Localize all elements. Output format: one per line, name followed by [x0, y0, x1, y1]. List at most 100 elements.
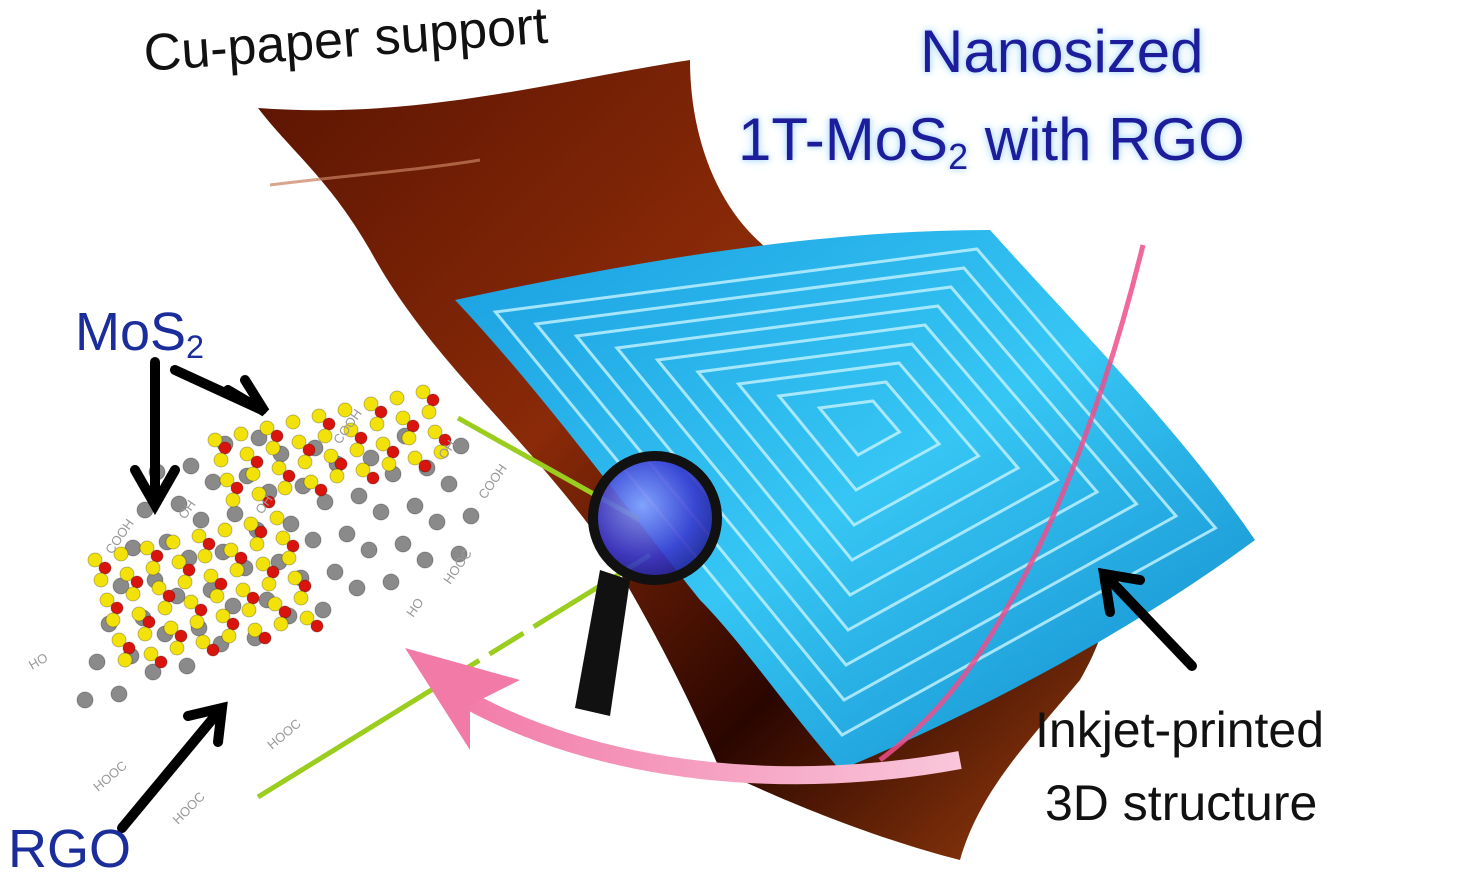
molybdenum-atom	[438, 433, 452, 447]
sulfur-atom	[389, 390, 405, 406]
sulfur-atom	[239, 446, 255, 462]
sulfur-atom	[151, 580, 167, 596]
mos2-subscript: 2	[186, 329, 205, 366]
printed-layer-outline	[492, 247, 1218, 737]
carbon-atom	[348, 579, 366, 597]
carbon-atom	[406, 497, 424, 515]
molybdenum-atom	[366, 471, 380, 485]
printed-layer-outline	[735, 361, 981, 527]
sulfur-atom	[269, 510, 285, 526]
molybdenum-atom	[202, 537, 216, 551]
pink-curved-arrow	[405, 648, 962, 785]
molybdenum-atom	[278, 605, 292, 619]
molybdenum-atom	[314, 483, 328, 497]
sulfur-atom	[275, 530, 291, 546]
arrow-mos2-down	[130, 357, 180, 516]
sulfur-atom	[349, 442, 365, 458]
molybdenum-atom	[150, 549, 164, 563]
sulfur-atom	[165, 534, 181, 550]
carbon-atom	[304, 531, 322, 549]
black-arrows	[117, 357, 1197, 833]
sulfur-atom	[195, 634, 211, 650]
sulfur-atom	[125, 586, 141, 602]
carbon-atom	[382, 573, 400, 591]
group-label: HO	[403, 595, 426, 620]
sulfur-atom	[119, 566, 135, 582]
carbon-atom	[372, 503, 390, 521]
sulfur-atom	[255, 556, 271, 572]
carbon-atom	[250, 429, 268, 447]
molybdenum-atom	[426, 393, 440, 407]
functional-group-labels: COOH OH OH COOH OH COOH HOOC HO HO HOOC …	[26, 406, 510, 827]
carbon-atom	[440, 475, 458, 493]
sulfur-atom	[157, 600, 173, 616]
sulfur-atom	[203, 568, 219, 584]
carbon-atom	[316, 493, 334, 511]
molybdenum-atom	[122, 641, 136, 655]
molybdenum-atom	[226, 617, 240, 631]
printed-layer-outline	[816, 399, 902, 457]
sulfur-atom	[163, 620, 179, 636]
group-label: HOOC	[170, 789, 208, 827]
sulfur-atom	[329, 468, 345, 484]
sulfur-atom	[271, 460, 287, 476]
molybdenum-atom	[354, 431, 368, 445]
carbon-atom	[204, 473, 222, 491]
mos2-rgo-molecular-model	[76, 384, 480, 709]
carbon-atom	[416, 551, 434, 569]
sulfur-atom	[197, 548, 213, 564]
sulfur-atom	[323, 448, 339, 464]
sulfur-atom	[113, 546, 129, 562]
sulfur-atom	[171, 554, 187, 570]
molybdenum-atom	[334, 457, 348, 471]
sulfur-atom	[99, 592, 115, 608]
molybdenum-atom	[250, 455, 264, 469]
structure-label-line-2: 3D structure	[1045, 775, 1318, 831]
sulfur-atom	[131, 606, 147, 622]
carbon-atom	[394, 535, 412, 553]
molybdenum-atom	[258, 631, 272, 645]
sulfur-atom	[293, 590, 309, 606]
molybdenum-atom	[206, 643, 220, 657]
carbon-atom	[76, 691, 94, 709]
sulfur-atom	[105, 612, 121, 628]
carbon-atom	[314, 601, 332, 619]
printed-layer-outline	[776, 380, 942, 492]
sulfur-atom	[207, 432, 223, 448]
sulfur-atom	[229, 562, 245, 578]
sulfur-atom	[355, 462, 371, 478]
molybdenum-atom	[254, 525, 268, 539]
sulfur-atom	[369, 416, 385, 432]
carbon-atom	[350, 487, 368, 505]
sulfur-atom	[87, 552, 103, 568]
magnifier-icon	[575, 451, 722, 716]
carbon-atom	[226, 505, 244, 523]
sulfur-atom	[117, 652, 133, 668]
molybdenum-atom	[154, 655, 168, 669]
carbon-atom	[360, 541, 378, 559]
sulfur-atom	[259, 420, 275, 436]
sulfur-atom	[215, 608, 231, 624]
title-subscript: 2	[948, 136, 969, 177]
title-line-1: Nanosized	[920, 18, 1204, 85]
molybdenum-atom	[230, 481, 244, 495]
carbon-atom	[452, 437, 470, 455]
title-line-2: 1T-MoS2 with RGO	[738, 110, 1245, 175]
molybdenum-atom	[386, 445, 400, 459]
molybdenum-atom	[194, 603, 208, 617]
molybdenum-atom	[266, 565, 280, 579]
sulfur-atom	[407, 450, 423, 466]
molybdenum-atom	[262, 495, 276, 509]
sulfur-atom	[277, 480, 293, 496]
mos2-text: MoS	[75, 302, 187, 362]
sulfur-atom	[145, 560, 161, 576]
sulfur-atom	[281, 550, 297, 566]
sulfur-atom	[235, 582, 251, 598]
copper-highlight	[269, 158, 481, 187]
sulfur-atom	[311, 408, 327, 424]
printed-layer-outline	[614, 304, 1100, 632]
molybdenum-atom	[130, 575, 144, 589]
arrow-rgo	[117, 701, 228, 833]
arrow-mos2-right	[170, 365, 270, 417]
